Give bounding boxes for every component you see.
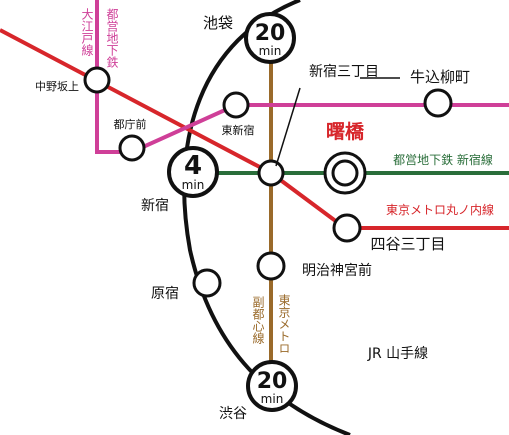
station-shinjuku[interactable] (167, 146, 219, 198)
marunouchi-line (0, 28, 509, 230)
label-ushigome-yanagicho: 牛込柳町 (410, 68, 470, 86)
label-oedo-line-part1: 大江戸線 (80, 8, 94, 56)
station-yotsuya-sanchome[interactable] (332, 213, 362, 243)
station-shibuya[interactable] (246, 360, 298, 412)
label-ikebukuro: 池袋 (203, 14, 233, 32)
station-harajuku[interactable] (192, 268, 222, 298)
ikebukuro-time-unit: min (259, 44, 282, 58)
shibuya-time-value: 20 (257, 369, 288, 394)
label-tochomae: 都庁前 (114, 117, 147, 131)
label-akebonobashi: 曙橋 (326, 120, 365, 143)
label-nakano-sakaue: 中野坂上 (35, 80, 79, 93)
label-shibuya: 渋谷 (219, 406, 247, 422)
label-shinjuku: 新宿 (141, 197, 169, 214)
label-higashi-shinjuku: 東新宿 (222, 123, 255, 137)
station-akebonobashi-inner (331, 159, 359, 187)
ikebukuro-time-value: 20 (255, 21, 286, 46)
label-meiji-jingumae: 明治神宮前 (302, 262, 372, 279)
label-yamanote-line: JR 山手線 (367, 346, 428, 362)
shinjuku-sanchome-pointer (275, 87, 301, 167)
station-tochomae[interactable] (118, 134, 146, 162)
station-nakano-sakaue[interactable] (83, 66, 111, 94)
label-marunouchi-line: 東京メトロ丸ノ内線 (386, 202, 494, 217)
shinjuku-time-value: 4 (184, 151, 202, 181)
label-fukutoshin-line-part1: 副都心線 (251, 296, 265, 344)
shibuya-time-unit: min (261, 392, 284, 406)
label-shinjuku-sanchome: 新宿三丁目 (309, 63, 379, 80)
label-fukutoshin-line-part2: 東京メトロ (277, 294, 291, 354)
station-shinjuku-sanchome[interactable] (257, 159, 285, 187)
label-harajuku: 原宿 (151, 285, 179, 302)
station-ushigome-yanagicho[interactable] (423, 88, 453, 118)
station-ikebukuro[interactable] (244, 12, 296, 64)
label-shinjuku-line: 都営地下鉄 新宿線 (393, 152, 493, 167)
station-meiji-jingumae[interactable] (256, 251, 286, 281)
shinjuku-time-unit: min (182, 178, 205, 192)
label-yotsuya-sanchome: 四谷三丁目 (370, 235, 445, 253)
station-higashi-shinjuku[interactable] (222, 91, 250, 119)
label-oedo-line-part2: 都営地下鉄 (105, 8, 119, 68)
